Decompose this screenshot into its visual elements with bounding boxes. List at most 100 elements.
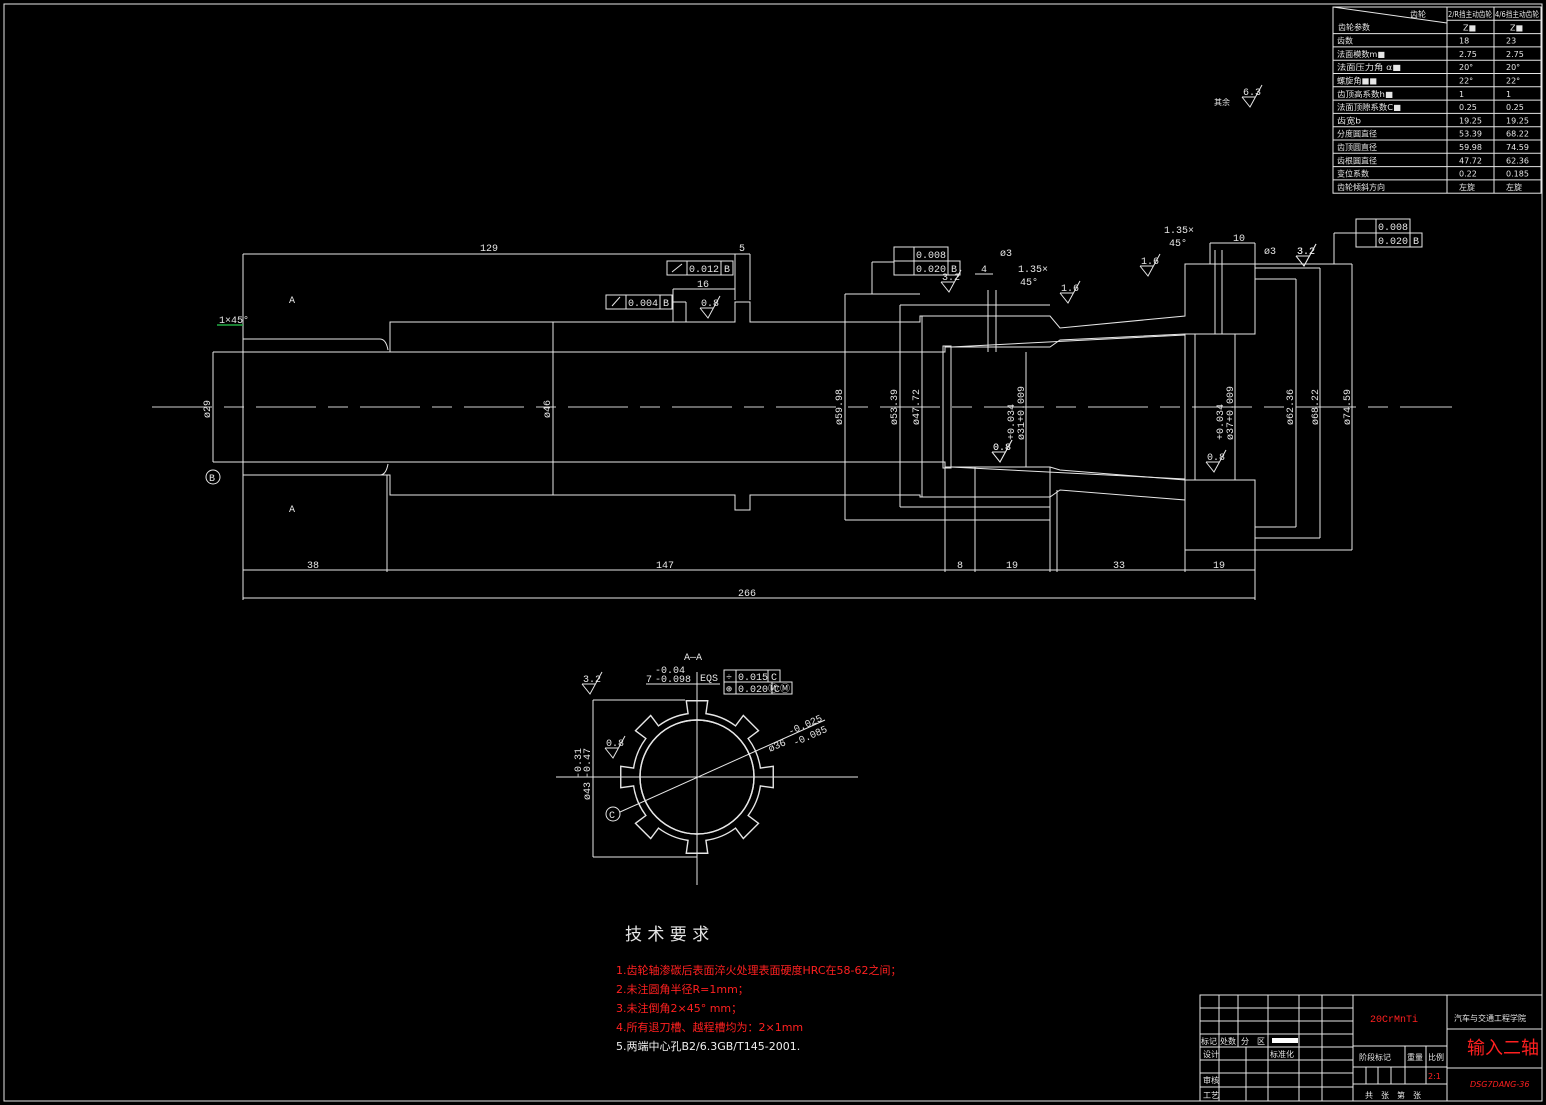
roughness-value: 0.8 [701, 299, 719, 310]
gear-table-corner-top: 齿轮 [1410, 9, 1426, 19]
gear-table-symbol: Z■ [1510, 23, 1523, 32]
drawing-number: DSG7DANG-36 [1470, 1080, 1529, 1089]
roughness-value: 0.8 [1207, 453, 1225, 464]
gear-table-row-label: 法面模数m■ [1337, 49, 1385, 59]
gear-table-cell: 2.75 [1506, 50, 1524, 59]
shaft-lower-section [242, 461, 1256, 551]
diameter-labels: ø29 ø46 ø59.98 ø53.39 ø47.72 ø31+0.009 +… [203, 386, 1354, 440]
gear-table-cell: 22° [1506, 77, 1520, 86]
datum-c-label: C [609, 811, 615, 822]
tb-count: 处数 [1220, 1036, 1236, 1046]
tb-process: 工艺 [1203, 1091, 1219, 1100]
material: 20CrMnTi [1370, 1014, 1418, 1026]
svg-text:⊕: ⊕ [726, 685, 732, 696]
tech-req-item: 3.未注倒角2×45° mm； [616, 1001, 742, 1015]
svg-text:B: B [663, 299, 669, 310]
chamfer-left: 1×45° [219, 315, 249, 327]
svg-text:B: B [951, 265, 957, 276]
gear-table-cell: 74.59 [1506, 143, 1529, 152]
section-a-a: C A—A 7 -0.04 -0.098 EQS ÷ 0.015 C ⊕ 0.0… [556, 653, 858, 885]
gear-table-row-label: 法面顶隙系数C■ [1337, 102, 1401, 112]
general-roughness-label: 其余 [1214, 97, 1230, 107]
gear-table-cell: 左旋 [1459, 182, 1475, 192]
pos-tol-value: 0.020Ⓜ [738, 683, 778, 696]
roughness-symbols: 0.83.21.63.20.80.83.20.81.63.20.86.3 [581, 84, 1317, 759]
shaft-upper-section [242, 263, 1256, 353]
gear-table-cell: 53.39 [1459, 130, 1482, 139]
tech-req-item: 2.未注圆角半径R=1mm； [616, 982, 749, 996]
roughness-value: 3.2 [942, 273, 960, 284]
gear-table-row-label: 螺旋角■■ [1337, 76, 1377, 86]
gear-table-cell: 0.25 [1459, 103, 1477, 112]
gear-table-row-label: 齿顶圆直径 [1337, 142, 1377, 152]
tb-weight: 重量 [1407, 1052, 1423, 1062]
pos-tol-datum: CⓂ [774, 683, 790, 696]
dia-31-upper-tol: +0.034 [1007, 404, 1018, 440]
gear-table-row-label: 分度圆直径 [1337, 129, 1377, 139]
gear-table-row-label: 齿顶高系数h■ [1337, 89, 1393, 99]
tech-req-item: 1.齿轮轴渗碳后表面淬火处理表面硬度HRC在58-62之间； [616, 963, 902, 977]
institution: 汽车与交通工程学院 [1454, 1013, 1526, 1023]
outer-tol-lower: -0.47 [583, 748, 594, 778]
tech-req-item: 5.两端中心孔B2/6.3GB/T145-2001. [616, 1040, 800, 1053]
drawing-border [3, 3, 1543, 1102]
dim-4: 4 [981, 265, 987, 276]
gear-table-cell: 1 [1506, 90, 1511, 99]
sym-tol-value: 0.015 [738, 673, 768, 684]
length-dimensions [242, 242, 1256, 600]
key-tol-upper: -0.04 [655, 666, 685, 677]
gear-table-cell: 1 [1459, 90, 1464, 99]
gear-table-row-label: 齿数 [1337, 36, 1353, 46]
title-block: 标记 处数 分 区 设计 标准化 审核 工艺 阶段标记 重量 比例 共 张 第 … [1199, 994, 1543, 1102]
gear-table-corner-bottom: 齿轮参数 [1338, 22, 1370, 32]
roughness-value: 1.6 [1141, 257, 1159, 268]
roughness-value-dup: 0.8 [993, 443, 1011, 454]
gear-table-cell: 2.75 [1459, 50, 1477, 59]
tolerance-frame-right: 0.008 0.020 B [1333, 218, 1423, 264]
gear-table-cell: 59.98 [1459, 143, 1482, 152]
gear-table-column-header: 2/R挡主动齿轮 [1448, 9, 1492, 19]
dim-266: 266 [738, 589, 756, 600]
tolerance-frame-cylindricity-left: 0.004 B [605, 294, 687, 322]
chamfer-mid-a: 1.35× [1018, 265, 1048, 276]
dia-47-72: ø47.72 [912, 389, 923, 425]
svg-text:0.020: 0.020 [1378, 237, 1408, 248]
tb-sheets: 共 张 第 张 [1365, 1090, 1421, 1100]
gear-table-column-header: 4/6挡主动齿轮 [1495, 9, 1539, 19]
svg-text:÷: ÷ [726, 673, 732, 684]
dim-10: 10 [1233, 234, 1245, 245]
tb-zone: 分 区 [1241, 1037, 1265, 1046]
section-title: A—A [684, 653, 702, 664]
datum-b-label: B [209, 474, 215, 485]
dim-19b: 19 [1213, 561, 1225, 572]
tb-stage: 阶段标记 [1359, 1052, 1391, 1062]
chamfer-right-a: 1.35× [1164, 226, 1194, 237]
dia-31: ø31+0.009 [1017, 386, 1028, 440]
tb-scale-label: 比例 [1428, 1052, 1444, 1062]
dia-37: ø37+0.009 [1226, 386, 1237, 440]
svg-text:B: B [1413, 237, 1419, 248]
key-width: 7 [646, 675, 652, 686]
dim-33: 33 [1113, 561, 1125, 572]
drawing-scale: 2:1 [1428, 1072, 1441, 1081]
dia-68-22: ø68.22 [1311, 389, 1322, 425]
datum-b-symbol [205, 469, 221, 485]
bore-outline [242, 250, 1223, 492]
dim-8: 8 [957, 561, 963, 572]
dia-46: ø46 [543, 400, 554, 418]
dia-74-59: ø74.59 [1343, 389, 1354, 425]
tb-standard: 标准化 [1270, 1049, 1294, 1059]
outer-dia: ø43 [583, 782, 594, 800]
svg-text:0.004: 0.004 [628, 299, 658, 310]
gear-table-cell: 19.25 [1459, 116, 1482, 125]
gear-table-row-label: 齿轮倾斜方向 [1337, 182, 1385, 192]
svg-text:0.012: 0.012 [689, 265, 719, 276]
inner-dia: ø36 [767, 738, 788, 755]
tb-mark: 标记 [1201, 1036, 1217, 1046]
roughness-value: 1.6 [1061, 284, 1079, 295]
svg-text:B: B [724, 265, 730, 276]
dia-62-36: ø62.36 [1286, 389, 1297, 425]
tech-requirements-list: 1.齿轮轴渗碳后表面淬火处理表面硬度HRC在58-62之间； 2.未注圆角半径R=… [616, 963, 902, 1053]
